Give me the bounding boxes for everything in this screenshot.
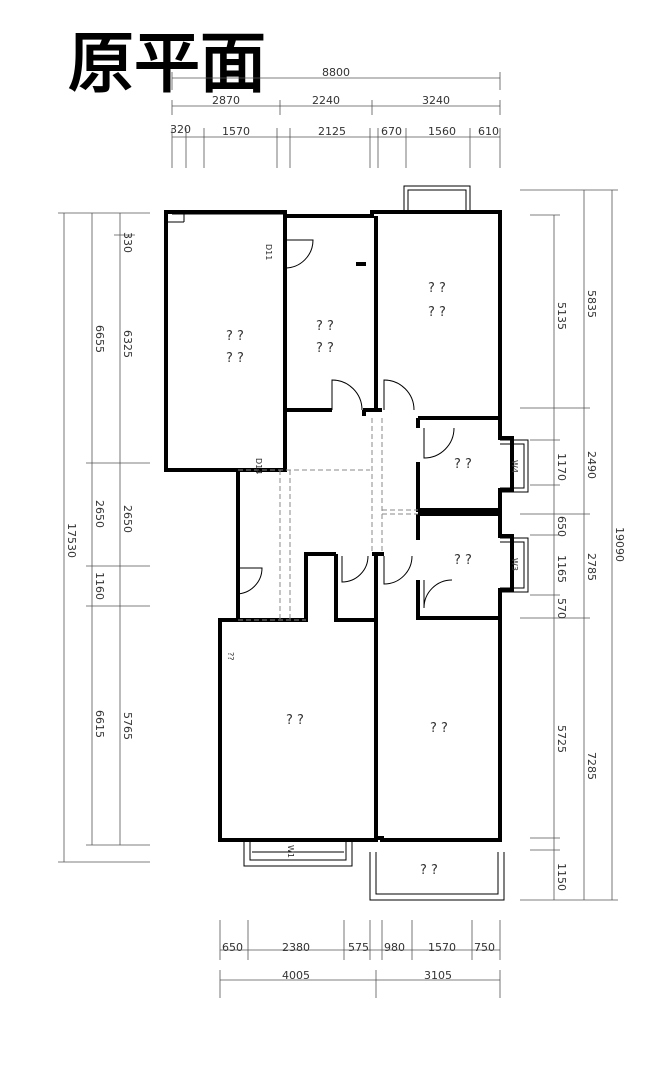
dim-right-inner-6: 5725 [555, 725, 568, 753]
room-label-h: ? ? [454, 553, 472, 568]
dim-right-inner-7: 1150 [555, 863, 568, 891]
dim-right-inner-3: 650 [555, 516, 568, 537]
room-label-a: ? ? [226, 329, 244, 344]
dim-bottom-detail-1: 650 [222, 941, 243, 954]
dim-top-detail-4: 670 [381, 125, 402, 138]
dim-bottom-total-2: 3105 [424, 969, 452, 982]
room-label-c: ? ? [316, 319, 334, 334]
dim-top-detail-5: 1560 [428, 125, 456, 138]
dim-left-outer: 17530 [65, 523, 78, 558]
dim-right-outer: 19090 [613, 527, 626, 562]
dim-top-mid-1: 2870 [212, 94, 240, 107]
room-label-d: ? ? [316, 341, 334, 356]
page-title: 原平面 [68, 28, 266, 101]
right-dimensions: 19090 5835 2490 2785 7285 5135 1170 650 … [520, 189, 626, 901]
dim-right-mid-4: 7285 [585, 752, 598, 780]
dim-top-detail-2: 1570 [222, 125, 250, 138]
dim-top-detail-1: 320 [170, 123, 191, 136]
code-d14: D14 [254, 458, 263, 474]
dim-left-inner-2: 6325 [121, 330, 134, 358]
balcony-label: ? ? [420, 863, 438, 878]
dashed-lines [238, 418, 418, 621]
dim-bottom-detail-4: 980 [384, 941, 405, 954]
dim-left-mid-1: 6655 [93, 325, 106, 353]
room-label-j: ? ? [430, 721, 448, 736]
room-label-i: ? ? [286, 713, 304, 728]
dim-right-mid-2: 2490 [585, 451, 598, 479]
top-dimensions: 8800 2870 2240 3240 320 1570 2125 670 15… [170, 66, 501, 168]
dim-bottom-detail-2: 2380 [282, 941, 310, 954]
dim-left-mid-2: 2650 [93, 500, 106, 528]
dim-top-detail-3: 2125 [318, 125, 346, 138]
code-w4: W4 [510, 460, 519, 473]
dim-bottom-detail-3: 575 [348, 941, 369, 954]
dim-right-mid-1: 5835 [585, 290, 598, 318]
dim-bottom-detail-6: 750 [474, 941, 495, 954]
door-codes: D11 D14 W3 W4 W1 ?? [226, 244, 519, 858]
code-s: ?? [226, 652, 235, 661]
code-d11: D11 [264, 244, 273, 260]
dim-top-mid-2: 2240 [312, 94, 340, 107]
walls [164, 185, 514, 842]
left-dimensions: 17530 6655 2650 1160 6615 330 6325 2650 … [58, 212, 150, 863]
dim-top-detail-6: 610 [478, 125, 499, 138]
dim-right-mid-3: 2785 [585, 553, 598, 581]
dim-right-inner-4: 1165 [555, 555, 568, 583]
room-label-b: ? ? [226, 351, 244, 366]
dim-top-total: 8800 [322, 66, 350, 79]
room-label-f: ? ? [428, 305, 446, 320]
dim-left-inner-4: 5765 [121, 712, 134, 740]
room-labels: ? ? ? ? ? ? ? ? ? ? ? ? ? ? ? ? ? ? ? ? … [226, 281, 472, 878]
bottom-dimensions: 650 2380 575 980 1570 750 4005 3105 [219, 920, 501, 998]
room-label-g: ? ? [454, 457, 472, 472]
dim-left-mid-4: 6615 [93, 710, 106, 738]
dim-left-mid-3: 1160 [93, 572, 106, 600]
dim-left-inner-1: 330 [121, 232, 134, 253]
dim-left-inner-3: 2650 [121, 505, 134, 533]
code-w3: W3 [510, 558, 519, 571]
room-label-e: ? ? [428, 281, 446, 296]
windows [166, 212, 529, 901]
dim-bottom-detail-5: 1570 [428, 941, 456, 954]
dim-bottom-total-1: 4005 [282, 969, 310, 982]
code-w1: W1 [286, 845, 295, 858]
dim-right-inner-1: 5135 [555, 302, 568, 330]
dim-right-inner-2: 1170 [555, 453, 568, 481]
dim-top-mid-3: 3240 [422, 94, 450, 107]
dim-right-inner-5: 570 [555, 598, 568, 619]
doors [235, 239, 455, 609]
